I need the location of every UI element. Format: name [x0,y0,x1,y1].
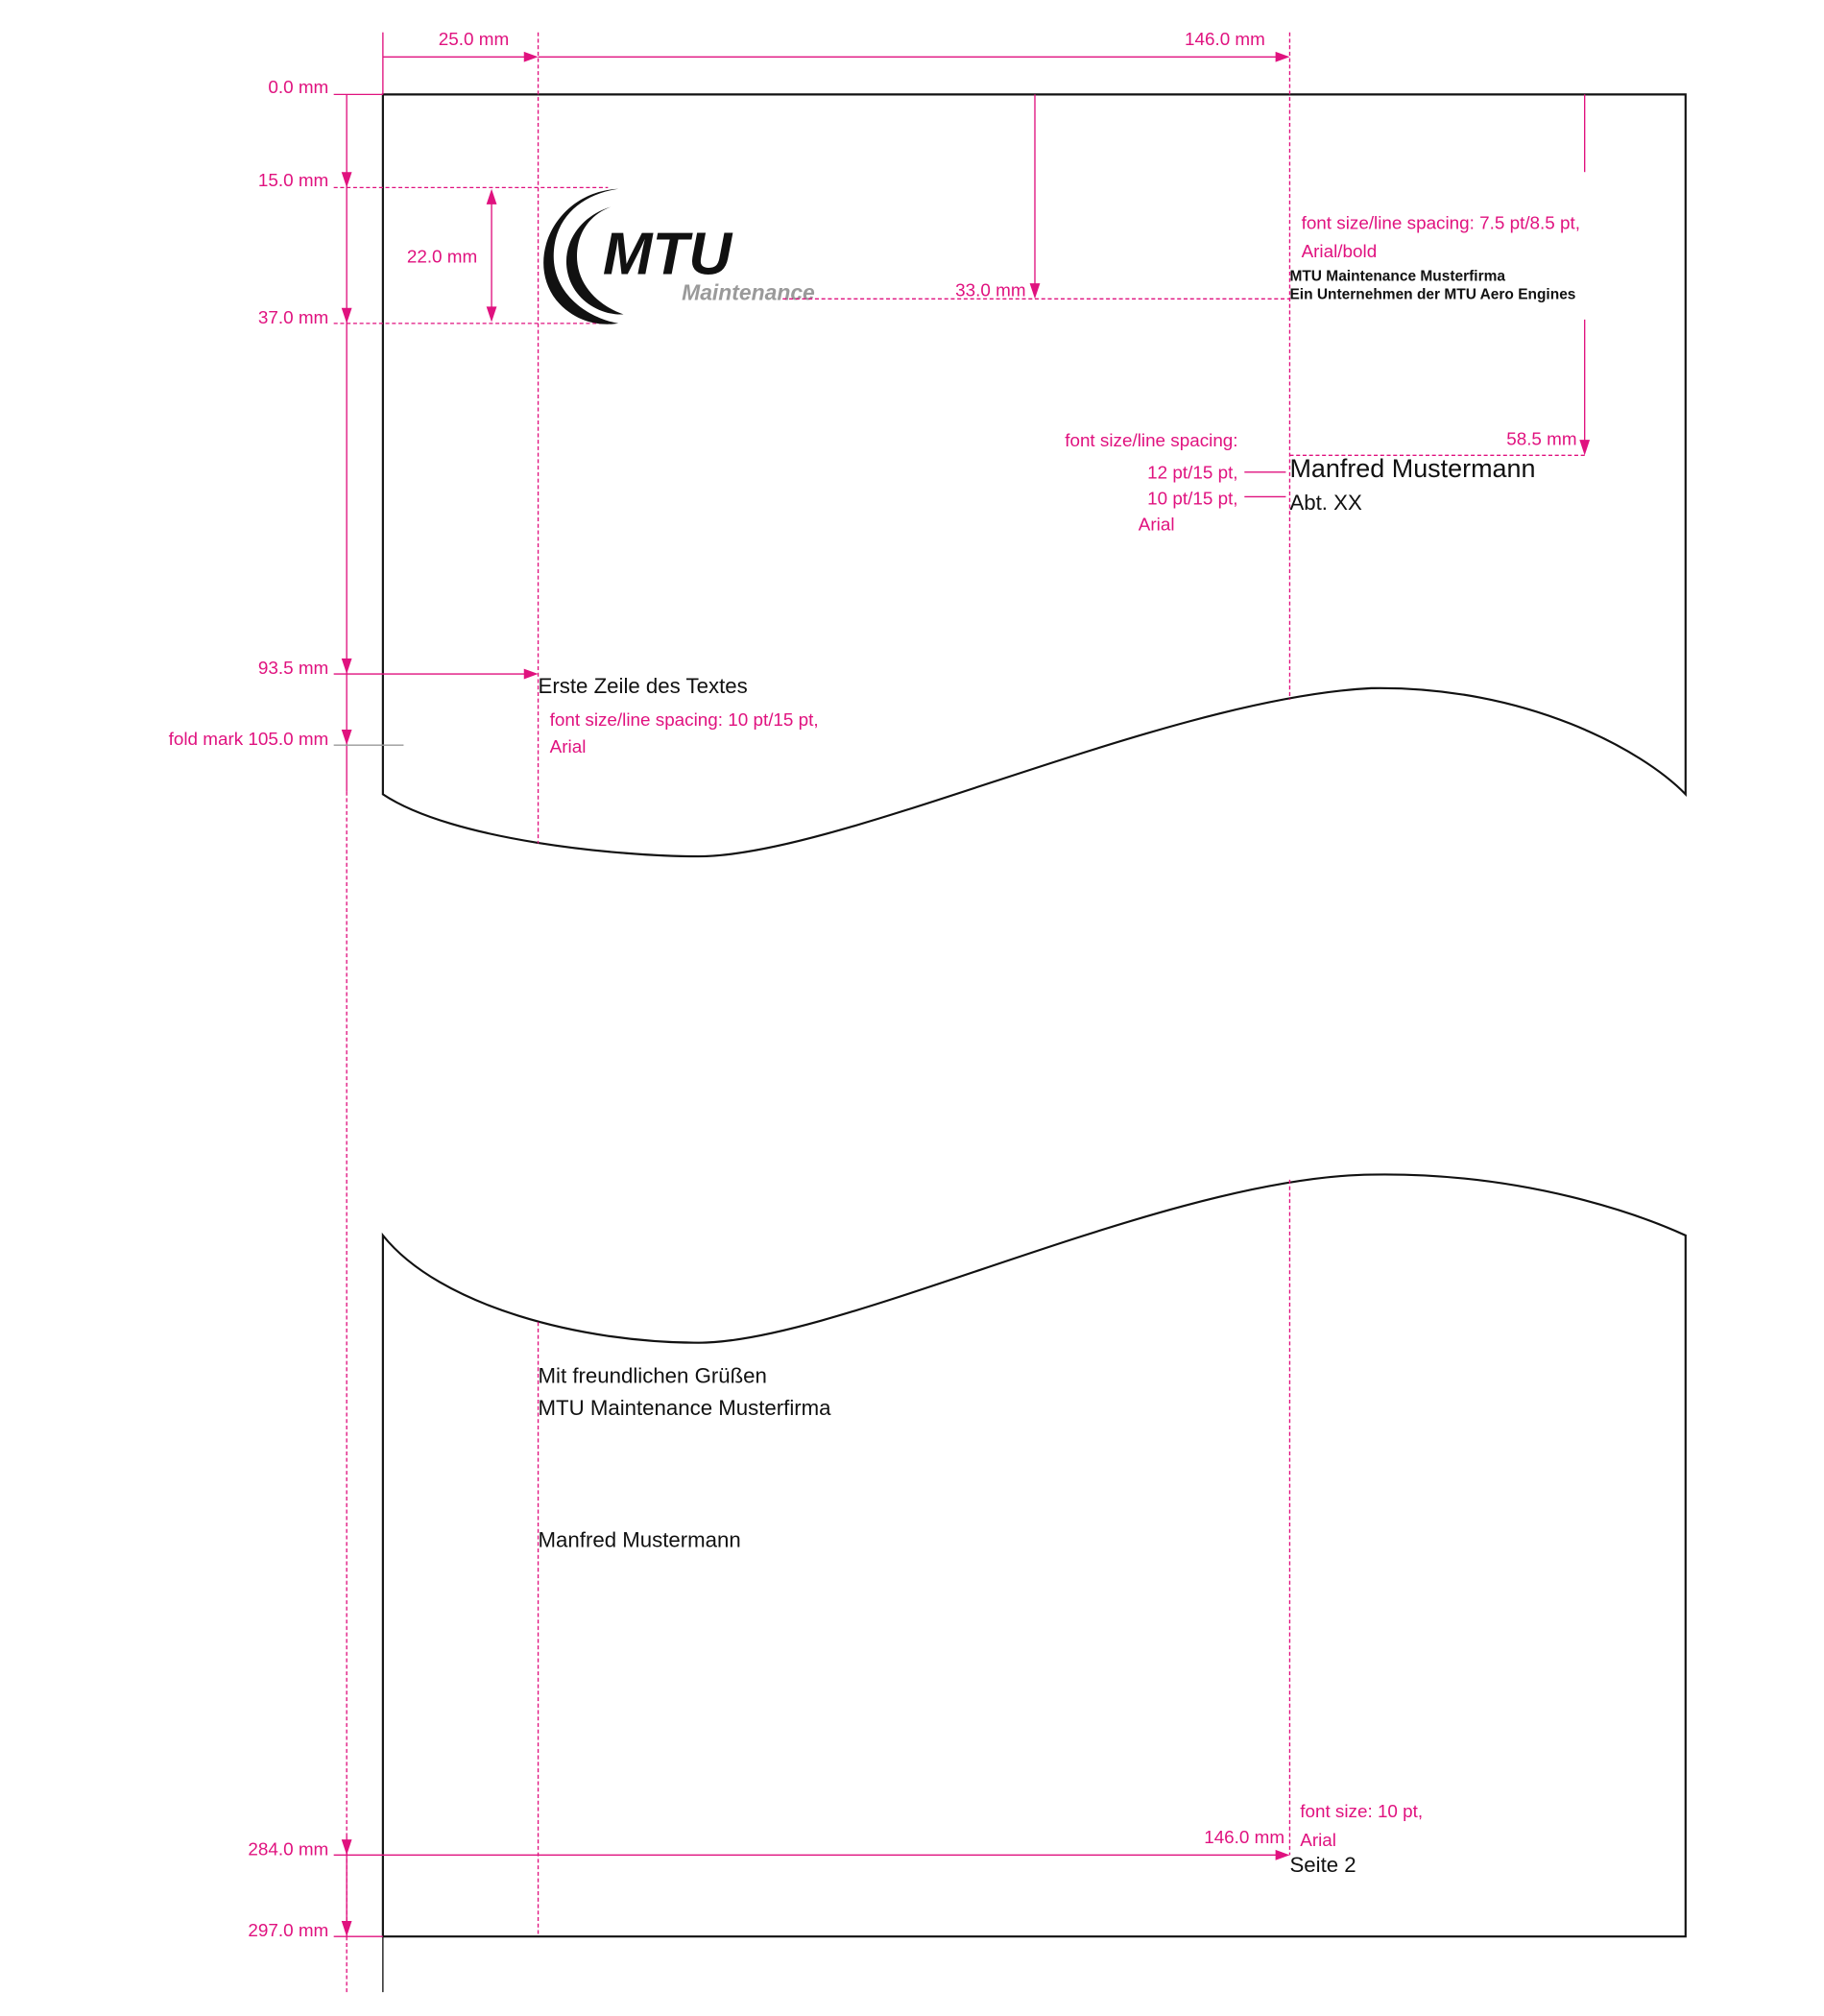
body-first-line: Erste Zeile des Textes [539,674,748,698]
page-number: Seite 2 [1289,1853,1356,1877]
dim-label-297mm: 297.0 mm [248,1920,328,1940]
dim-label-93-5mm: 93.5 mm [258,658,328,678]
dim-label-146mm: 146.0 mm [1185,29,1265,49]
letter-sheet-top [381,93,1687,858]
sender-font-note-2: Arial/bold [1302,241,1378,261]
closing-signer: Manfred Mustermann [539,1528,741,1552]
svg-text:MTU: MTU [603,222,733,288]
recipient-font-note-title: font size/line spacing: [1065,430,1237,450]
dim-label-fold-mark: fold mark 105.0 mm [169,729,329,749]
dim-label-15mm: 15.0 mm [258,170,328,190]
dim-label-58-5mm: 58.5 mm [1506,429,1576,449]
recipient-dept: Abt. XX [1289,491,1362,515]
closing-company: MTU Maintenance Musterfirma [539,1396,832,1420]
page-number-font-note: font size: 10 pt, [1300,1801,1423,1821]
sender-line-1: MTU Maintenance Musterfirma [1289,268,1505,284]
dim-label-0mm: 0.0 mm [268,77,328,97]
body-font-note: font size/line spacing: 10 pt/15 pt, [550,709,819,730]
dim-label-33mm: 33.0 mm [955,280,1025,300]
closing-greeting: Mit freundlichen Grüßen [539,1363,767,1387]
dim-arrows-left [341,172,352,1937]
dim-label-25mm: 25.0 mm [439,29,509,49]
letter-sheet-bottom [381,1173,1687,1938]
recipient-font-note-name: 12 pt/15 pt, [1147,463,1237,483]
svg-text:Maintenance: Maintenance [682,280,815,305]
dim-label-37mm: 37.0 mm [258,307,328,327]
recipient-font-note-font: Arial [1139,514,1175,534]
sender-font-note: font size/line spacing: 7.5 pt/8.5 pt, [1302,213,1580,233]
dim-label-146mm-bottom: 146.0 mm [1204,1827,1284,1847]
body-font-note-2: Arial [550,736,587,756]
dim-label-284mm: 284.0 mm [248,1838,328,1859]
recipient-font-note-dept: 10 pt/15 pt, [1147,489,1237,509]
sender-line-2: Ein Unternehmen der MTU Aero Engines [1289,286,1575,302]
dim-label-22mm: 22.0 mm [407,247,477,267]
page-number-font-note-2: Arial [1300,1830,1336,1850]
recipient-name: Manfred Mustermann [1289,454,1535,483]
mtu-maintenance-logo: MTU Maintenance [543,188,815,324]
